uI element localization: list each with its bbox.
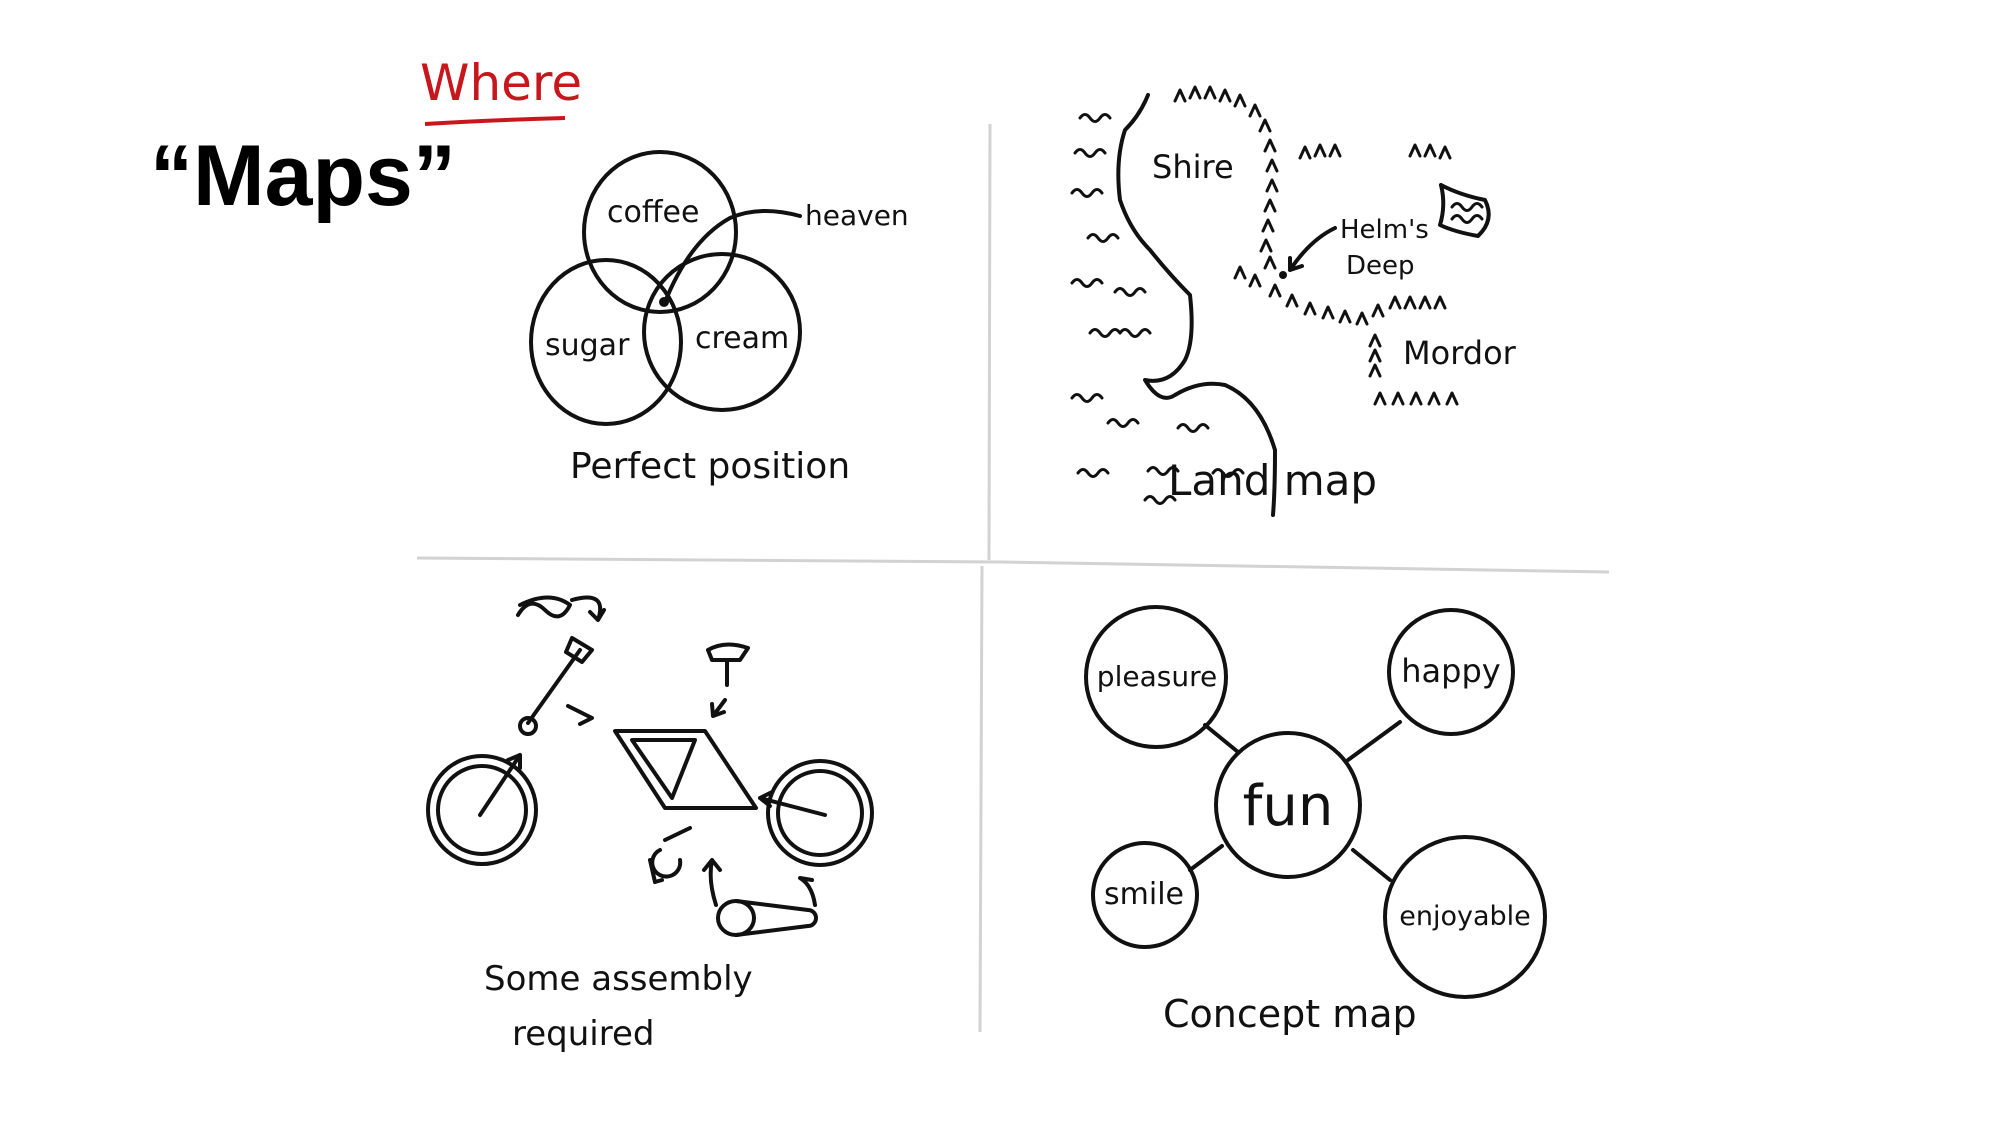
label-heaven: heaven — [805, 199, 909, 232]
heaven-dot — [659, 297, 669, 307]
wave-mark — [1078, 113, 1112, 123]
wave-mark — [1070, 393, 1104, 403]
fork-hub — [518, 716, 538, 736]
wave-mark — [1073, 148, 1107, 158]
wheel-rear-outer — [766, 759, 874, 867]
wheel-front-outer — [426, 754, 538, 866]
vertical-divider — [978, 123, 992, 1033]
node-fun — [1214, 731, 1362, 879]
mountain-range — [1233, 265, 1447, 326]
caption-assembly-line2: required — [512, 1014, 654, 1054]
wave-mark — [1118, 328, 1152, 338]
concept-map: fun pleasure happy smile enjoyable Conce… — [1084, 605, 1547, 1036]
wave-mark — [1113, 287, 1147, 297]
label-fun: fun — [1243, 774, 1334, 839]
coastline — [1116, 93, 1277, 517]
helms-deep-dot — [1279, 271, 1287, 279]
label-enjoyable: enjoyable — [1399, 901, 1531, 932]
wheel-front-inner — [436, 764, 528, 856]
lake — [1438, 183, 1491, 238]
label-shire: Shire — [1152, 148, 1234, 186]
heaven-pointer — [663, 208, 802, 304]
label-deep: Deep — [1346, 251, 1415, 281]
wave-mark — [1070, 188, 1104, 198]
caption-concept-map: Concept map — [1163, 992, 1417, 1036]
rear-wheel-arrow — [758, 790, 827, 817]
mountain-range — [1373, 391, 1459, 406]
label-sugar: sugar — [545, 328, 630, 363]
slide-title: “Maps” — [150, 128, 456, 224]
wave-mark — [1450, 202, 1484, 212]
concept-links — [1188, 720, 1402, 882]
wave-mark — [1106, 418, 1140, 428]
caption-land-map: Land map — [1168, 456, 1377, 505]
caption-assembly-line1: Some assembly — [484, 959, 753, 999]
wave-mark — [1076, 468, 1110, 478]
bike-frame — [613, 729, 758, 810]
label-helms: Helm's — [1340, 215, 1429, 245]
pedal-part — [648, 826, 692, 884]
venn-circle-coffee — [582, 150, 738, 314]
mountain-range — [1298, 143, 1342, 160]
node-happy — [1387, 608, 1515, 736]
mountain-range — [1368, 333, 1382, 378]
chain-ring — [716, 899, 756, 937]
venn-diagram: coffee sugar cream heaven Perfect positi… — [529, 150, 909, 487]
chain-part — [702, 858, 818, 937]
label-happy: happy — [1401, 652, 1500, 690]
fork-arrow — [566, 704, 594, 726]
wave-mark — [1086, 233, 1120, 243]
node-enjoyable — [1383, 835, 1547, 999]
wave-mark — [1176, 423, 1210, 433]
handlebar-part — [516, 595, 606, 622]
wave-mark — [1070, 278, 1104, 288]
node-smile — [1091, 841, 1199, 949]
sea-waves — [1070, 113, 1484, 505]
mountain-range — [1408, 143, 1452, 160]
wheel-rear-inner — [776, 769, 864, 857]
wave-mark — [1143, 495, 1177, 505]
wave-mark — [1211, 468, 1245, 478]
mountain-range — [1173, 85, 1279, 270]
label-pleasure: pleasure — [1097, 660, 1217, 693]
bike-assembly: Some assembly required — [426, 595, 874, 1054]
label-mordor: Mordor — [1403, 334, 1517, 372]
fork-part — [526, 636, 594, 725]
label-smile: smile — [1104, 877, 1184, 912]
mountains — [1173, 85, 1459, 406]
where-annotation: Where — [420, 54, 582, 112]
label-cream: cream — [695, 321, 789, 356]
node-pleasure — [1084, 605, 1228, 749]
land-map: Shire Helm's Deep Mordor Land map — [1070, 85, 1517, 517]
wave-mark — [1146, 466, 1180, 476]
wave-mark — [1088, 328, 1122, 338]
venn-circle-sugar — [529, 258, 683, 426]
label-coffee: coffee — [607, 195, 699, 230]
horizontal-divider — [416, 556, 1610, 574]
seat-part — [706, 642, 750, 718]
venn-circle-cream — [642, 252, 802, 412]
wave-mark — [1450, 214, 1484, 224]
helms-deep-arrow — [1288, 226, 1337, 272]
front-wheel-arrow — [478, 753, 522, 817]
caption-perfect-position: Perfect position — [570, 446, 850, 487]
where-underline — [424, 116, 566, 126]
